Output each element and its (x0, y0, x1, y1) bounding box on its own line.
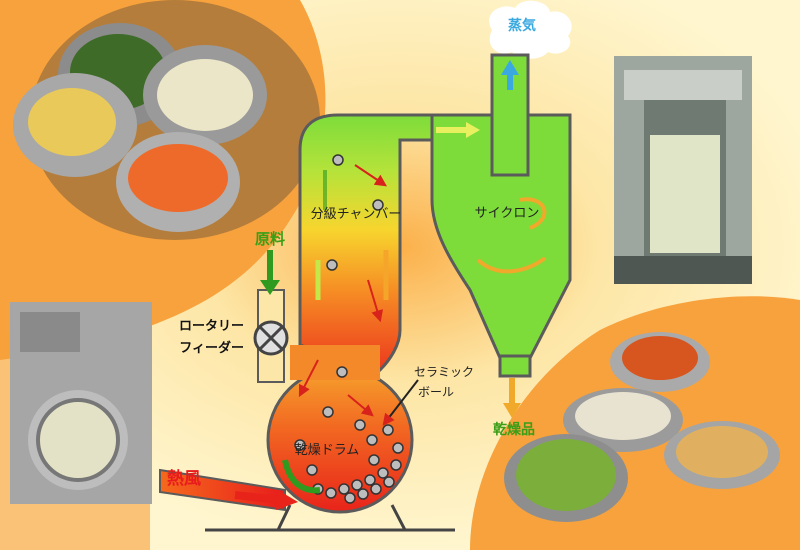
ceramic-ball-label-line1: セラミック (414, 365, 474, 379)
food-carrot (128, 144, 228, 212)
ceramic-ball-label-line2: ボール (418, 385, 454, 399)
dried-product-label: 乾燥品 (493, 421, 535, 438)
ceramic-balls (294, 154, 404, 504)
rotary-feeder-label-line1: ロータリー (179, 319, 244, 334)
classifier-photo (614, 56, 752, 284)
rotary-feeder-valve (253, 320, 289, 356)
dried-product-photos (504, 332, 780, 522)
raw-material-label: 原料 (255, 230, 285, 248)
ceramic-ball-pointer (382, 379, 419, 426)
food-ginger (28, 88, 116, 156)
raw-material-photos (13, 0, 320, 240)
rotary-feeder-label-line2: フィーダー (179, 340, 244, 356)
flow-arrows (234, 60, 547, 510)
food-powder (157, 59, 253, 131)
drying-drum-label: 乾燥ドラム (295, 443, 360, 458)
machine-body (159, 53, 572, 532)
steam-cloud (489, 0, 572, 59)
classifying-chamber-label: 分級チャンバー (311, 207, 402, 222)
cyclone-label: サイクロン (475, 206, 540, 221)
product-outlet (498, 354, 532, 378)
steam-label: 蒸気 (508, 17, 536, 34)
hot-air-label: 熱風 (167, 468, 201, 489)
feeder-photo (10, 302, 152, 504)
